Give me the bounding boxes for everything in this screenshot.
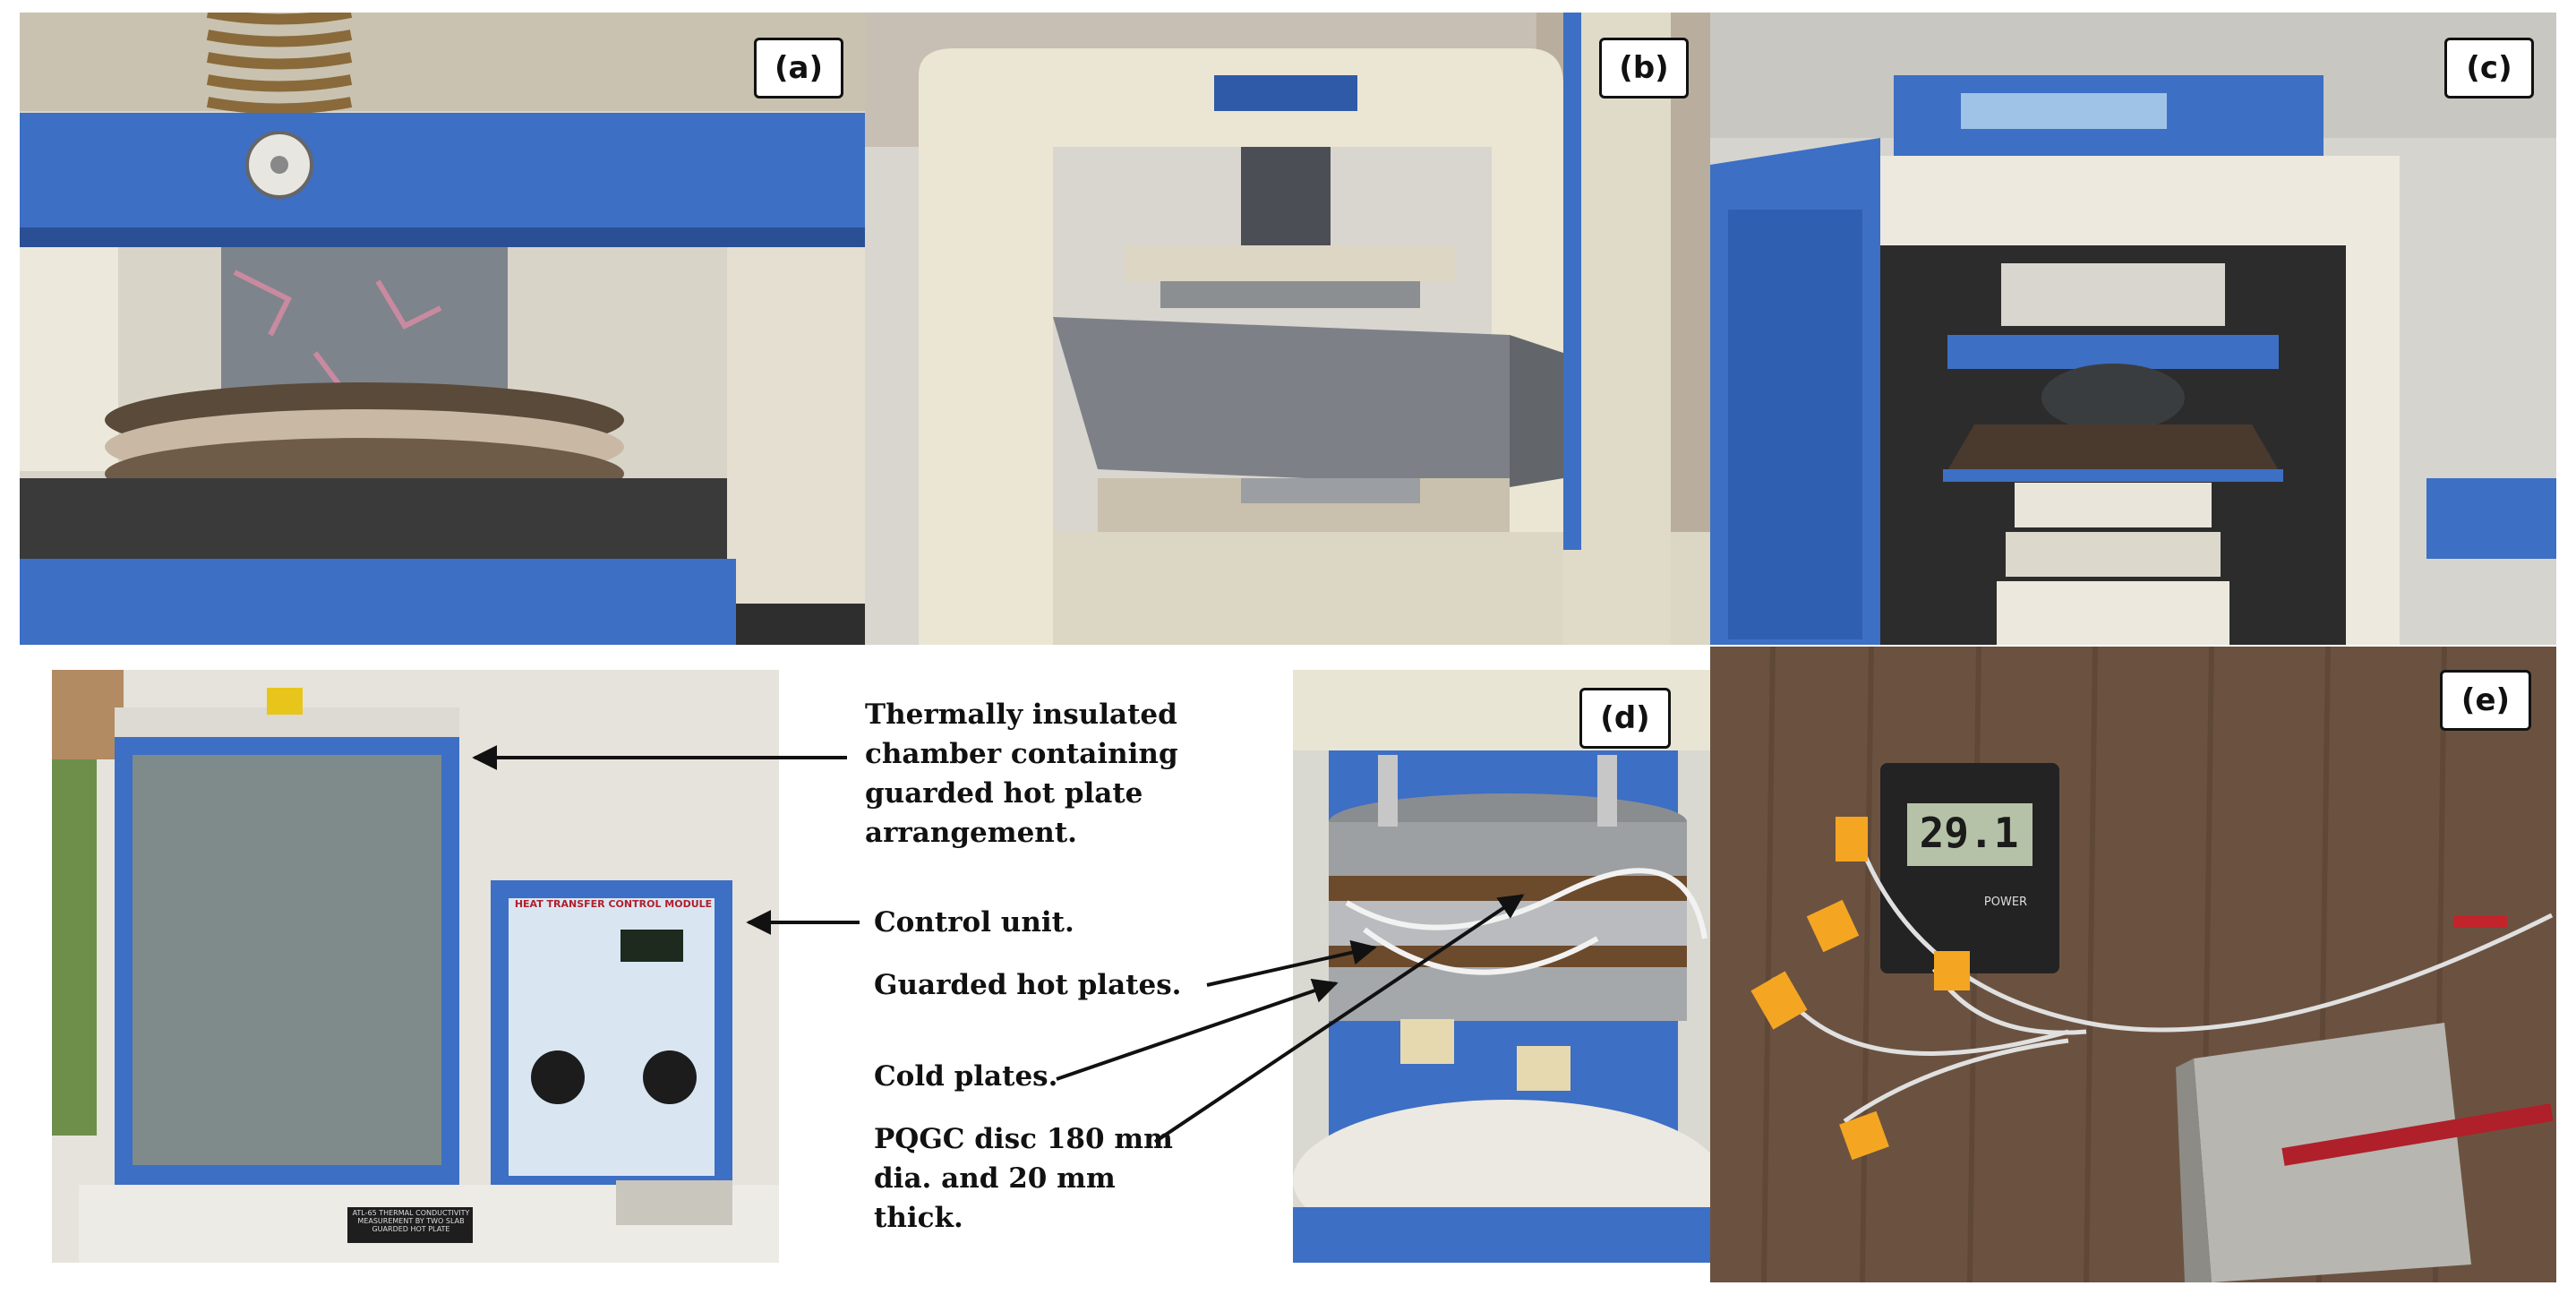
- annotation-chamber-line-3: guarded hot plate: [865, 777, 1143, 810]
- annotation-disc: PQGC disc 180 mm dia. and 20 mm thick.: [874, 1119, 1232, 1238]
- annotation-cold-plates: Cold plates.: [874, 1060, 1058, 1093]
- panel-d-label: (d): [1579, 688, 1671, 749]
- thermometer-reading-display: 29.1: [1919, 809, 2019, 857]
- panel-c-label: (c): [2444, 38, 2534, 99]
- annotation-chamber-line-1: Thermally insulated: [865, 699, 1177, 731]
- thermocouple-photo: [1710, 647, 2556, 1282]
- annotation-disc-line-2: dia. and 20 mm: [874, 1162, 1116, 1195]
- panel-e-thermocouple-test: (e): [1710, 647, 2556, 1282]
- hot-plate-apparatus-photo: [52, 670, 779, 1263]
- annotation-chamber-line-2: chamber containing: [865, 738, 1178, 770]
- panel-a-label: (a): [754, 38, 843, 99]
- panel-b-label: (b): [1599, 38, 1689, 99]
- annotation-chamber-line-4: arrangement.: [865, 817, 1077, 849]
- annotation-disc-line-1: PQGC disc 180 mm: [874, 1123, 1173, 1155]
- split-tensile-machine-photo: [1710, 13, 2556, 645]
- compression-machine-photo: [20, 13, 865, 645]
- annotation-guarded-hot-plates: Guarded hot plates.: [874, 969, 1182, 1001]
- annotation-disc-line-3: thick.: [874, 1202, 963, 1234]
- hot-plate-detail-photo: [1293, 670, 1710, 1263]
- control-module-title: HEAT TRANSFER CONTROL MODULE: [514, 898, 713, 910]
- panel-b-flexure-test: (b): [865, 13, 1710, 645]
- thermometer-switch-label: POWER: [1983, 896, 2028, 909]
- flexure-machine-photo: [865, 13, 1710, 645]
- panel-d-hot-plate-detail: (d): [1293, 670, 1710, 1263]
- panel-a-compression-test: (a): [20, 13, 865, 645]
- panel-e-label: (e): [2440, 670, 2531, 731]
- panel-hot-plate-apparatus: [52, 670, 779, 1263]
- apparatus-nameplate: ATL-65 THERMAL CONDUCTIVITY MEASUREMENT …: [352, 1209, 470, 1233]
- panel-c-tensile-test: (c): [1710, 13, 2556, 645]
- annotation-chamber: Thermally insulated chamber containing g…: [865, 695, 1250, 853]
- annotation-control-unit: Control unit.: [874, 906, 1074, 939]
